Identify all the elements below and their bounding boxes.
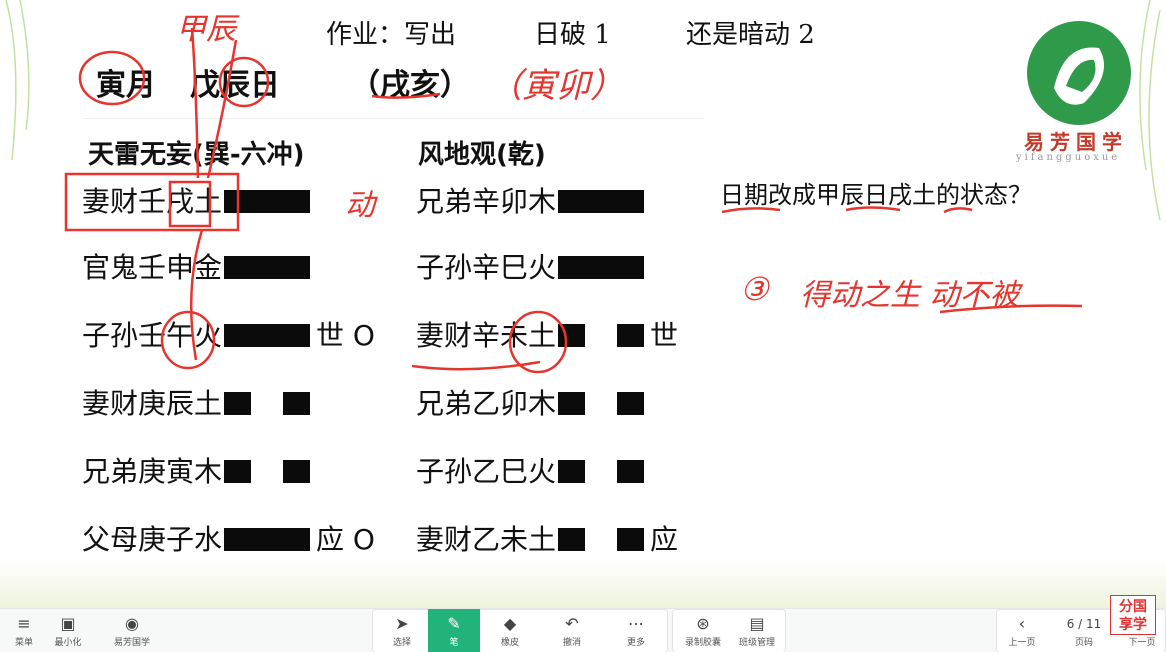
right-line-3: 妻财辛未土 世 (416, 314, 678, 354)
yin-line-bar (224, 386, 311, 419)
pen-icon: ✎ (447, 613, 461, 633)
left-line-2: 官鬼壬申金 (82, 246, 316, 286)
logo-pinyin: yifangguoxue (1016, 152, 1121, 163)
line-text: 兄弟辛卯木 (416, 185, 557, 218)
more-button[interactable]: ⋯ 更多 (610, 609, 662, 652)
right-hexagram-title: 风地观(乾) (418, 140, 546, 170)
class-button[interactable]: ▤ 班级管理 (730, 609, 784, 652)
prev-page-button[interactable]: ‹ 上一页 (1002, 609, 1042, 652)
eraser-button[interactable]: ◆ 橡皮 (484, 609, 536, 652)
tool-label: 更多 (626, 637, 645, 648)
option-1: 日破 1 (534, 20, 611, 50)
tool-label: 撤消 (562, 637, 581, 648)
drawing-tools-group (372, 609, 668, 652)
tool-label: 最小化 (54, 637, 82, 648)
line-text: 妻财庚辰土 (82, 387, 223, 420)
yin-line-bar (558, 522, 645, 555)
line-mark: 应 (650, 523, 679, 556)
logo-name: 易芳国学 (1024, 130, 1128, 154)
line-text: 妻财壬戌土 (82, 185, 223, 218)
tool-label: 易芳国学 (113, 637, 150, 648)
brand-logo (1024, 18, 1134, 128)
tool-label: 菜单 (14, 637, 33, 648)
next-page-label: 下一页 (1128, 637, 1156, 648)
app-logo-icon: ◉ (125, 613, 139, 633)
right-line-5: 子孙乙巳火 (416, 450, 650, 490)
tool-label: 笔 (449, 637, 459, 648)
cursor-button[interactable]: ➤ 选择 (376, 609, 428, 652)
line-mark: 世 (650, 319, 679, 352)
line-mark: 世 O (316, 319, 375, 352)
yin-line-bar (224, 454, 311, 487)
undo-button[interactable]: ↶ 撤消 (546, 609, 598, 652)
eraser-icon: ◆ (503, 613, 517, 633)
left-line-4: 妻财庚辰土 (82, 382, 316, 422)
minimize-icon: ▣ (60, 613, 76, 633)
brand-stamp: 分国享学 (1110, 595, 1156, 635)
tool-label: 选择 (392, 637, 411, 648)
yang-line-bar (558, 250, 645, 283)
right-line-6: 妻财乙未土 应 (416, 518, 678, 558)
month-label: 寅月 (96, 68, 156, 103)
line-text: 妻财乙未土 (416, 523, 557, 556)
prev-page-label: 上一页 (1008, 637, 1036, 648)
undo-icon: ↶ (565, 613, 579, 633)
right-line-1: 兄弟辛卯木 (416, 180, 650, 220)
left-line-6: 父母庚子水 应 O (82, 518, 375, 558)
line-text: 妻财辛未土 (416, 319, 557, 352)
line-text: 父母庚子水 (82, 523, 223, 556)
class-icon: ▤ (749, 613, 765, 633)
option-2: 还是暗动 2 (686, 20, 815, 50)
bottom-toolbar: ≡菜单▣最小化◉易芳国学 ➤选择✎笔◆橡皮↶撤消⋯更多 ⊛录制胶囊▤班级管理 ‹… (0, 595, 1166, 652)
more-icon: ⋯ (628, 613, 644, 633)
page-number: 6 / 11 (1066, 616, 1102, 631)
chevron-left-icon: ‹ (1018, 613, 1026, 633)
page-label: 页码 (1074, 637, 1093, 648)
line-text: 兄弟乙卯木 (416, 387, 557, 420)
yang-line-bar (558, 184, 645, 217)
pen-button[interactable]: ✎笔 (428, 609, 480, 652)
annotation-strokes (5, 0, 1161, 374)
yang-line-bar (224, 522, 311, 555)
page-indicator[interactable]: 6 / 11 页码 (1062, 609, 1106, 652)
yang-line-bar (224, 250, 311, 283)
line-text: 子孙辛巳火 (416, 251, 557, 284)
handwritten-answer-num: ③ (740, 270, 769, 308)
logo-mark-icon (1027, 21, 1131, 125)
left-line-3: 子孙壬午火 世 O (82, 314, 375, 354)
handwritten-jiachen: 甲辰 (176, 12, 236, 47)
line-text: 兄弟庚寅木 (82, 455, 223, 488)
cursor-icon: ➤ (395, 613, 409, 633)
left-line-1: 妻财壬戌土 (82, 180, 316, 220)
minimize-button[interactable]: ▣ 最小化 (46, 609, 90, 652)
yin-line-bar (558, 454, 645, 487)
bottom-decoration (0, 560, 1166, 608)
menu-icon: ≡ (17, 613, 31, 633)
question-text: 日期改成甲辰日戌土的状态？ (720, 181, 1032, 209)
line-text: 子孙乙巳火 (416, 455, 557, 488)
handwritten-yinmao: （寅卯） (488, 66, 624, 106)
record-icon: ⊛ (696, 613, 710, 633)
homework-label: 作业：写出 (326, 20, 457, 50)
app-logo-button[interactable]: ◉ 易芳国学 (110, 609, 154, 652)
day-label: 戊辰日 (190, 68, 280, 103)
line-mark: 应 O (316, 523, 375, 556)
tool-label: 录制胶囊 (684, 637, 721, 648)
left-line-5: 兄弟庚寅木 (82, 450, 316, 490)
record-button[interactable]: ⊛ 录制胶囊 (676, 609, 730, 652)
yin-line-bar (558, 386, 645, 419)
right-line-2: 子孙辛巳火 (416, 246, 650, 286)
divider (84, 118, 704, 119)
tool-label: 橡皮 (500, 637, 519, 648)
menu-button[interactable]: ≡ 菜单 (2, 609, 46, 652)
handwritten-dong: 动 (345, 188, 375, 223)
right-line-4: 兄弟乙卯木 (416, 382, 650, 422)
line-text: 官鬼壬申金 (82, 251, 223, 284)
line-text: 子孙壬午火 (82, 319, 223, 352)
slide-canvas: 作业：写出 日破 1 还是暗动 2 寅月 戊辰日 （戌亥） 甲辰 （寅卯） 动 … (0, 0, 1166, 608)
yang-line-bar (224, 318, 311, 351)
yang-line-bar (224, 184, 311, 217)
extra-tools-group (672, 609, 786, 652)
tool-label: 班级管理 (738, 637, 775, 648)
